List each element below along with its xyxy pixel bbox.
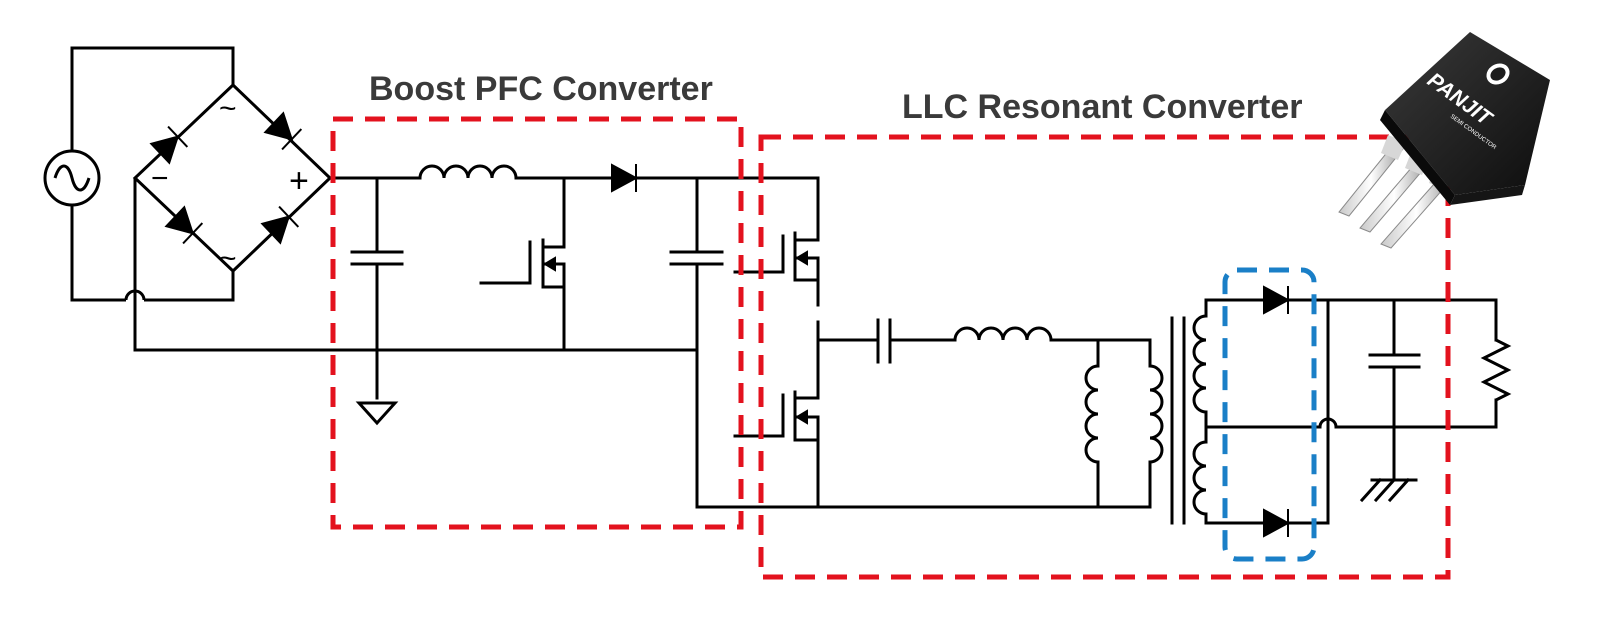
inductor-icon xyxy=(418,164,518,179)
mosfet-icon xyxy=(733,176,820,307)
bridge-ac-label-bottom: ~ xyxy=(219,242,237,275)
ac-source-icon xyxy=(43,46,235,302)
capacitor-icon xyxy=(1368,353,1421,369)
bridge-minus-label: − xyxy=(151,162,169,195)
bridge-ac-label-top: ~ xyxy=(219,92,237,125)
rectifier-highlight-box xyxy=(1222,267,1317,562)
to-package-icon: PANJIT SEMI CONDUCTOR xyxy=(1338,32,1550,249)
pfc-section-box xyxy=(330,116,744,530)
llc-section-box xyxy=(758,134,1451,580)
mosfet-icon xyxy=(733,390,820,509)
llc-half-bridge xyxy=(695,176,1152,509)
inductor-icon xyxy=(953,326,1053,341)
boost-pfc-circuit xyxy=(133,163,820,509)
llc-section-title: LLC Resonant Converter xyxy=(902,88,1303,126)
capacitor-icon xyxy=(350,250,404,266)
output-stage xyxy=(1204,285,1512,538)
diode-icon xyxy=(1263,508,1289,538)
resistor-icon xyxy=(1480,338,1512,402)
diode-icon xyxy=(611,163,637,193)
chassis-ground-icon xyxy=(1359,477,1418,503)
diode-icon xyxy=(1263,285,1289,315)
bridge-plus-label: + xyxy=(289,162,309,200)
bridge-rectifier: − + ~ ~ xyxy=(132,82,333,350)
capacitor-icon xyxy=(876,318,892,364)
ground-icon xyxy=(355,401,399,426)
capacitor-icon xyxy=(669,250,724,266)
mosfet-icon xyxy=(479,176,566,352)
pfc-section-title: Boost PFC Converter xyxy=(369,70,713,108)
transformer-icon xyxy=(1148,298,1208,525)
inductor-icon xyxy=(1084,364,1099,464)
